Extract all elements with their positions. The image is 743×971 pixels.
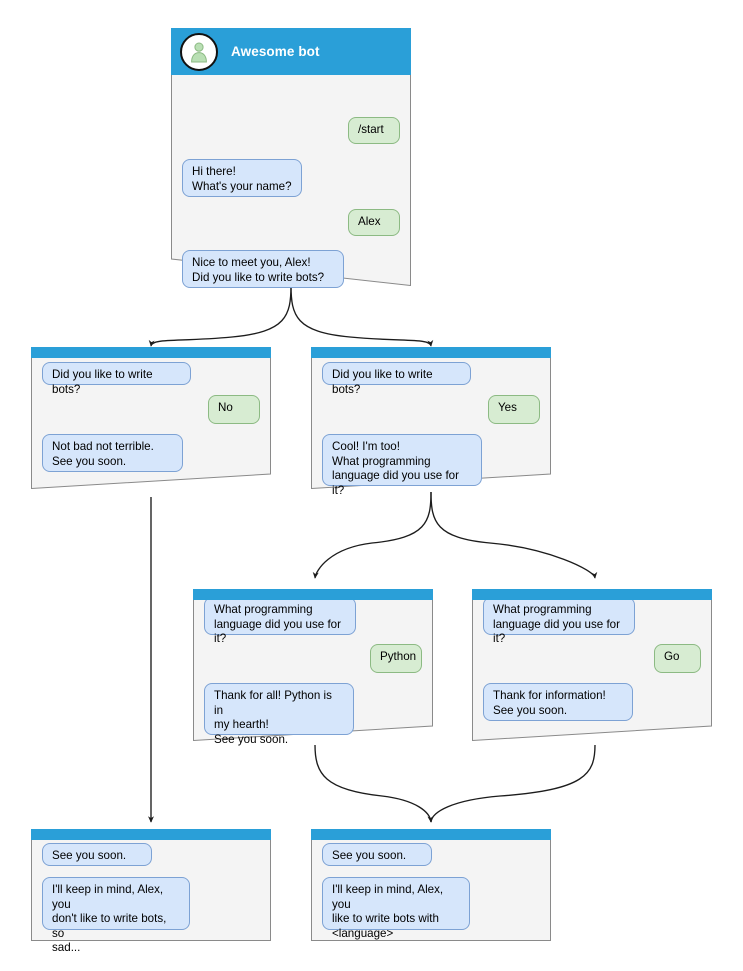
edge-yes-to-python [312,491,432,579]
message-bubble-bot: Did you like to write bots? [42,362,191,396]
message-bubble-bot: Not bad not terrible. See you soon. [42,434,183,472]
chat-transcript: Did you like to write bots? Yes Cool! I'… [311,358,551,497]
node-end-yes[interactable]: See you soon. I'll keep in mind, Alex, y… [311,829,551,941]
chat-transcript: See you soon. I'll keep in mind, Alex, y… [311,840,551,941]
message-bubble-bot: Thank for information! See you soon. [483,683,633,721]
message-bubble-user: /start [348,117,400,144]
panel-titlebar [311,829,551,840]
message-bubble-bot: I'll keep in mind, Alex, you like to wri… [322,877,470,940]
message-bubble-bot: Did you like to write bots? [322,362,471,396]
chat-transcript: What programming language did you use fo… [193,597,433,746]
message-bubble-bot: What programming language did you use fo… [483,597,635,645]
chat-transcript: What programming language did you use fo… [472,597,712,741]
message-bubble-bot: See you soon. [42,843,152,866]
edge-yes-to-go [430,491,598,579]
chat-transcript: Did you like to write bots? No Not bad n… [31,358,271,489]
message-bubble-bot: What programming language did you use fo… [204,597,356,645]
message-bubble-bot: See you soon. [322,843,432,866]
edge-root-to-no [148,284,292,347]
panel-titlebar [31,347,271,358]
message-bubble-user: Yes [488,395,540,424]
node-end-no[interactable]: See you soon. I'll keep in mind, Alex, y… [31,829,271,954]
panel-titlebar [31,829,271,840]
person-avatar-icon [180,32,218,71]
node-python-branch[interactable]: What programming language did you use fo… [193,589,433,746]
chat-transcript: See you soon. I'll keep in mind, Alex, y… [31,840,271,954]
message-bubble-bot: I'll keep in mind, Alex, you don't like … [42,877,190,954]
panel-titlebar [193,589,433,600]
edge-python-to-end [314,744,434,823]
panel-titlebar [311,347,551,358]
node-root[interactable]: Awesome bot /start Hi there! What's your… [171,28,411,288]
message-bubble-user: Python [370,644,422,673]
node-no-branch[interactable]: Did you like to write bots? No Not bad n… [31,347,271,489]
edge-root-to-yes [290,284,434,347]
message-bubble-user: Go [654,644,701,673]
message-bubble-bot: Nice to meet you, Alex! Did you like to … [182,250,344,288]
panel-titlebar [472,589,712,600]
edge-go-to-end [430,744,596,823]
message-bubble-bot: Hi there! What's your name? [182,159,302,197]
node-go-branch[interactable]: What programming language did you use fo… [472,589,712,741]
bot-name-label: Awesome bot [231,44,320,59]
message-bubble-bot: Cool! I'm too! What programming language… [322,434,482,497]
panel-titlebar: Awesome bot [171,28,411,75]
message-bubble-user: No [208,395,260,424]
message-bubble-user: Alex [348,209,400,236]
chat-transcript: /start Hi there! What's your name? Alex … [171,75,411,288]
node-yes-branch[interactable]: Did you like to write bots? Yes Cool! I'… [311,347,551,497]
message-bubble-bot: Thank for all! Python is in my hearth! S… [204,683,354,746]
